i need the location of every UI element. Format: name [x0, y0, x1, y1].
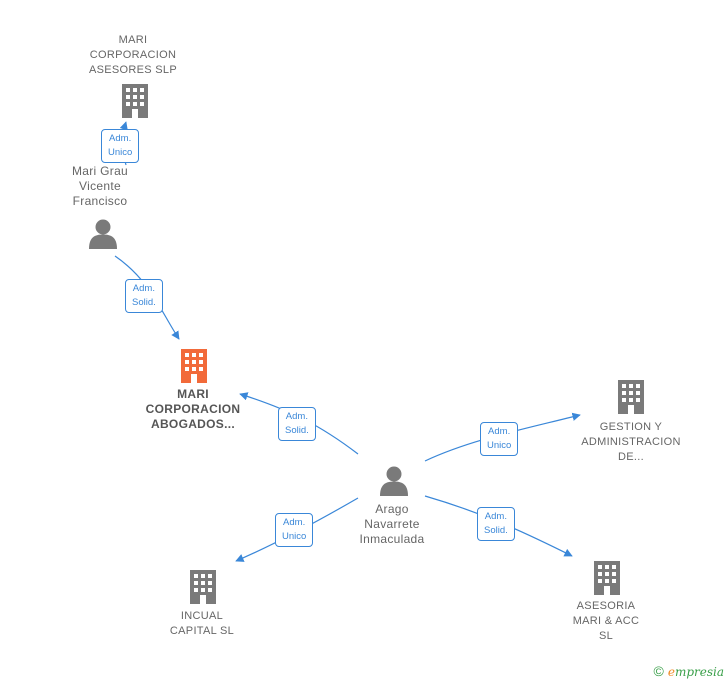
- edge-label-adm-unico: Adm. Unico: [101, 129, 140, 163]
- building-icon: [594, 561, 620, 595]
- edge-label-adm-unico: Adm. Unico: [480, 422, 519, 456]
- brand-logo: empresia: [667, 665, 724, 679]
- edge-label-adm-solid: Adm. Solid.: [278, 407, 316, 441]
- building-icon: [190, 570, 216, 604]
- building-icon: [618, 380, 644, 414]
- node-label-mari-grau[interactable]: Mari Grau Vicente Francisco: [71, 164, 129, 208]
- edge-label-adm-solid: Adm. Solid.: [125, 279, 163, 313]
- node-label-incual[interactable]: INCUAL CAPITAL SL: [169, 610, 235, 637]
- copyright-icon: ©: [653, 663, 664, 679]
- node-label-gestion[interactable]: GESTION Y ADMINISTRACION DE...: [581, 421, 681, 463]
- node-label-asesoria[interactable]: ASESORIA MARI & ACC SL: [572, 600, 640, 642]
- node-label-arago[interactable]: Arago Navarrete Inmaculada: [359, 502, 425, 546]
- building-icon: [122, 84, 148, 118]
- person-icon: [380, 466, 408, 496]
- edge-label-adm-unico: Adm. Unico: [275, 513, 314, 547]
- node-label-mari-corp-asesores[interactable]: MARI CORPORACION ASESORES SLP: [89, 34, 177, 76]
- person-icon: [89, 219, 117, 249]
- building-icon: [181, 349, 207, 383]
- edge-label-adm-solid: Adm. Solid.: [477, 507, 515, 541]
- footer-brand[interactable]: ©empresia: [654, 663, 725, 679]
- node-label-mari-corp-abogados[interactable]: MARI CORPORACION ABOGADOS...: [145, 387, 241, 431]
